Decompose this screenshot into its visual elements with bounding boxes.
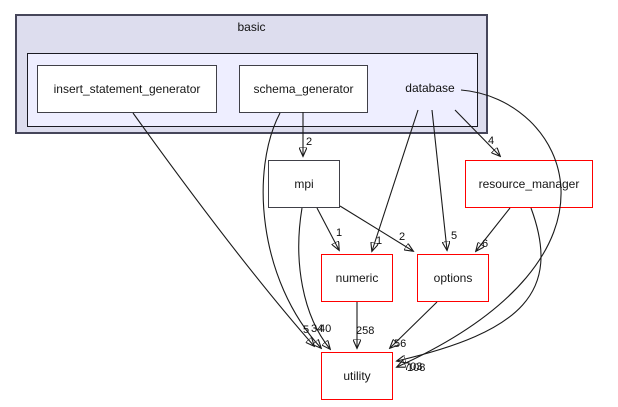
edge-label: 2 bbox=[399, 231, 406, 243]
edge-label: 258 bbox=[356, 325, 375, 337]
edge-label: 5 bbox=[451, 230, 458, 242]
edge-label: 1 bbox=[336, 227, 343, 239]
node-insert-statement-generator[interactable]: insert_statement_generator bbox=[37, 65, 217, 113]
edge-label: 40 bbox=[319, 323, 332, 335]
node-schema-generator[interactable]: schema_generator bbox=[239, 65, 368, 113]
edge-label: 2 bbox=[306, 136, 313, 148]
edge-label: 34 bbox=[311, 323, 324, 335]
edge-label: 108 bbox=[407, 362, 426, 374]
edge-schema_generator-utility bbox=[262, 112, 321, 348]
node-numeric[interactable]: numeric bbox=[321, 254, 393, 302]
edge-label: 1 bbox=[376, 235, 383, 247]
edge-insert_statement_generator-utility bbox=[132, 112, 314, 346]
edge-label: 56 bbox=[394, 338, 407, 350]
node-resource-manager[interactable]: resource_manager bbox=[465, 160, 593, 208]
edge-label: 703 bbox=[404, 361, 423, 373]
node-mpi[interactable]: mpi bbox=[268, 160, 340, 208]
node-options[interactable]: options bbox=[417, 254, 489, 302]
node-database-label[interactable]: database bbox=[405, 81, 455, 95]
edge-label: 4 bbox=[488, 135, 495, 147]
edge-label: 5 bbox=[303, 324, 310, 336]
edge-label: 6 bbox=[482, 238, 489, 250]
cluster-basic-label: basic bbox=[237, 20, 266, 34]
node-utility[interactable]: utility bbox=[321, 352, 393, 400]
